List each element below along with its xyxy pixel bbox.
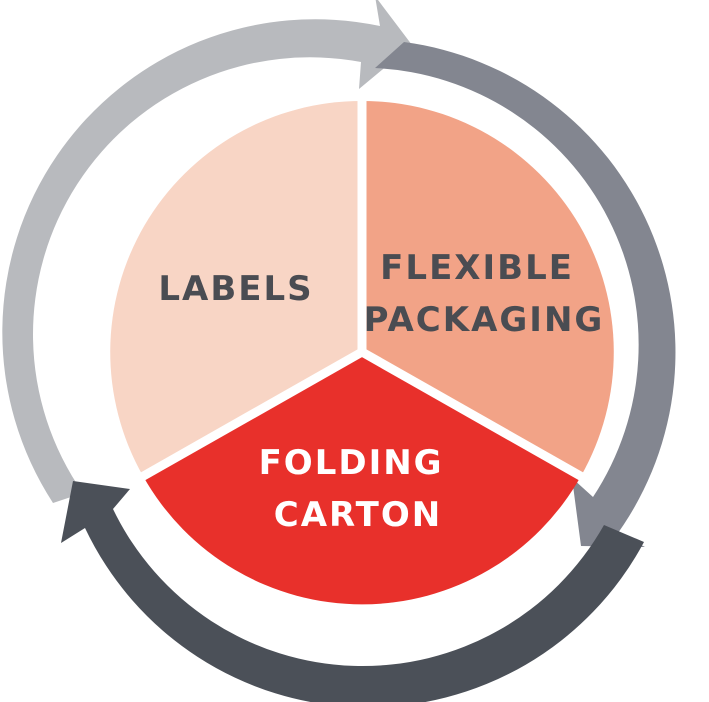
- labels-label-line-1: LABELS: [158, 269, 313, 309]
- folding-carton-label-line-2: CARTON: [274, 495, 442, 535]
- segment-flexible-packaging: [362, 100, 614, 476]
- cycle-arrow-right: [375, 42, 676, 547]
- flexible-packaging-label-line-1: FLEXIBLE: [380, 248, 574, 288]
- cycle-arrow-bottom: [61, 481, 644, 702]
- labels-label: LABELS: [158, 269, 313, 309]
- segment-separators: [137, 98, 587, 482]
- folding-carton-label-line-1: FOLDING: [259, 443, 444, 483]
- flexible-packaging-label-line-2: PACKAGING: [364, 300, 605, 340]
- folding-carton-label: FOLDING CARTON: [259, 443, 458, 535]
- segment-labels: [110, 100, 362, 476]
- flexible-packaging-label: FLEXIBLE PACKAGING: [364, 248, 605, 340]
- cycle-arrow-top-left: [2, 0, 412, 503]
